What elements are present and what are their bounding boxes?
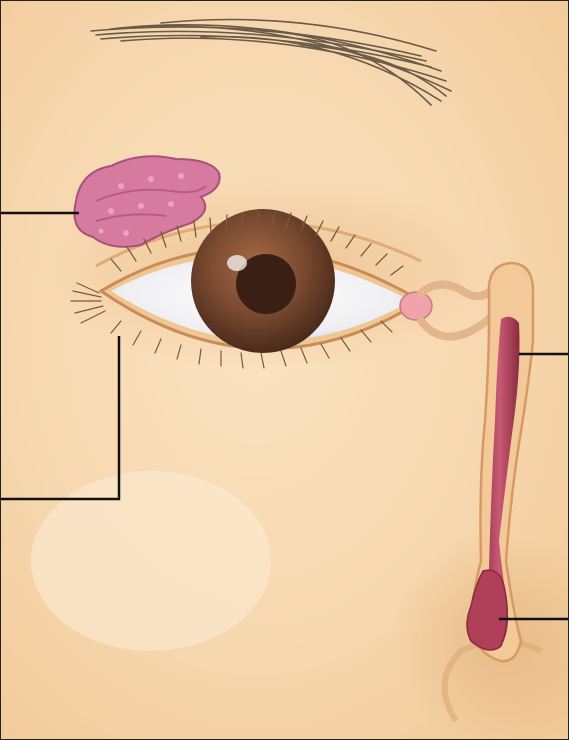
lacrimal-caruncle bbox=[400, 292, 432, 320]
eye-catchlight bbox=[227, 255, 247, 271]
